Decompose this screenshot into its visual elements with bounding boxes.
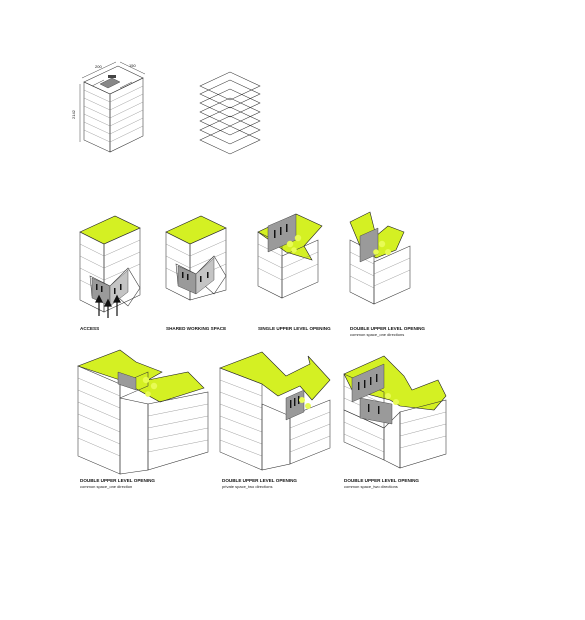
label-single-opening: SINGLE UPPER LEVEL OPENING [258,326,331,331]
dimensioned-block: 200 150 2142 [71,61,146,153]
label-access: ACCESS [80,326,99,331]
diagram-double-opening-1: DOUBLE UPPER LEVEL OPENING common space_… [349,211,425,337]
caption-double-opening-2: common space_one direction [80,484,132,489]
diagram-double-opening-2: DOUBLE UPPER LEVEL OPENING common space_… [77,349,209,489]
label-double-opening-1: DOUBLE UPPER LEVEL OPENING [350,326,425,331]
diagram-double-opening-3: DOUBLE UPPER LEVEL OPENING private space… [219,351,331,489]
floor-stack [199,71,261,155]
diagram-single-opening: SINGLE UPPER LEVEL OPENING [257,213,331,331]
label-double-opening-4: DOUBLE UPPER LEVEL OPENING [344,478,419,483]
label-shared-working-space: SHARED WORKING SPACE [166,326,226,331]
diagram-shared-working-space: SHARED WORKING SPACE [165,215,227,331]
diagram-access: ACCESS [79,215,141,331]
caption-double-opening-3: private space_two directions [222,484,272,489]
label-double-opening-3: DOUBLE UPPER LEVEL OPENING [222,478,297,483]
width-dimension: 200 [95,64,102,69]
caption-double-opening-1: common space_one directions [350,332,404,337]
depth-dimension: 150 [129,63,136,68]
caption-double-opening-4: common space_two directions [344,484,398,489]
label-double-opening-2: DOUBLE UPPER LEVEL OPENING [80,478,155,483]
height-dimension: 2142 [71,109,76,119]
diagram-double-opening-4: DOUBLE UPPER LEVEL OPENING common space_… [343,355,447,489]
